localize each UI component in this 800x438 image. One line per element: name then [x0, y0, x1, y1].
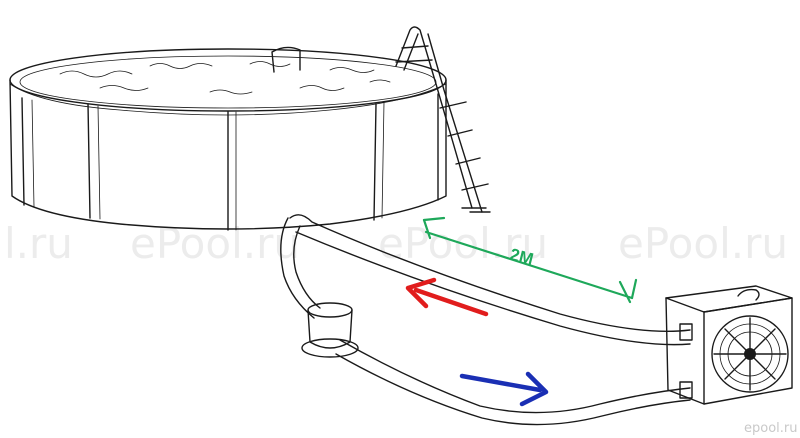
- skimmer-hose-left: [280, 217, 315, 319]
- heat-pump-outlet-coupler: [679, 381, 693, 399]
- flow-arrows: [405, 277, 549, 407]
- pool-post-shadows: [31, 99, 385, 231]
- pool-water: [59, 61, 391, 95]
- ladder-rails: [395, 26, 483, 213]
- pool-posts: [21, 93, 439, 231]
- skimmer-hose-right: [293, 225, 321, 309]
- pool: [9, 46, 447, 231]
- ladder-feet: [461, 207, 491, 213]
- dimension-line: [422, 218, 634, 304]
- ladder-steps: [395, 45, 489, 191]
- pool-rim-inner: [19, 55, 437, 109]
- heat-pump-handle: [737, 288, 760, 301]
- return-hose-top-edge: [289, 214, 691, 332]
- supply-hose-top-edge: [339, 339, 691, 414]
- skimmer: [301, 302, 359, 358]
- heat-pump-side: [665, 297, 705, 405]
- heat-pump: [665, 285, 793, 405]
- arrow-right-icon: [459, 371, 549, 407]
- distance-dimension: 2M: [422, 216, 638, 304]
- heat-pump-inlet-coupler: [679, 323, 693, 341]
- pool-handrail: [271, 46, 301, 73]
- corner-watermark: epool.ru: [744, 421, 798, 436]
- hoses: [280, 214, 691, 426]
- skimmer-base: [301, 338, 359, 358]
- fan-guard-icon: [711, 315, 789, 393]
- watermark-layer: l.ru ePool.ru ePool.ru ePool.ru: [4, 219, 788, 268]
- watermark-text-left: l.ru: [4, 219, 73, 268]
- heat-pump-front: [703, 297, 793, 405]
- pool-top-band: [9, 83, 447, 116]
- pool-ladder: [395, 26, 491, 213]
- fan-spokes: [713, 317, 787, 391]
- supply-hose-bottom-edge: [335, 353, 691, 426]
- watermark-text-right: ePool.ru: [618, 219, 788, 268]
- skimmer-top: [307, 302, 353, 318]
- dimension-end-ticks: [422, 216, 638, 300]
- arrow-left-icon: [405, 277, 489, 317]
- return-hose-bottom-edge: [295, 231, 691, 346]
